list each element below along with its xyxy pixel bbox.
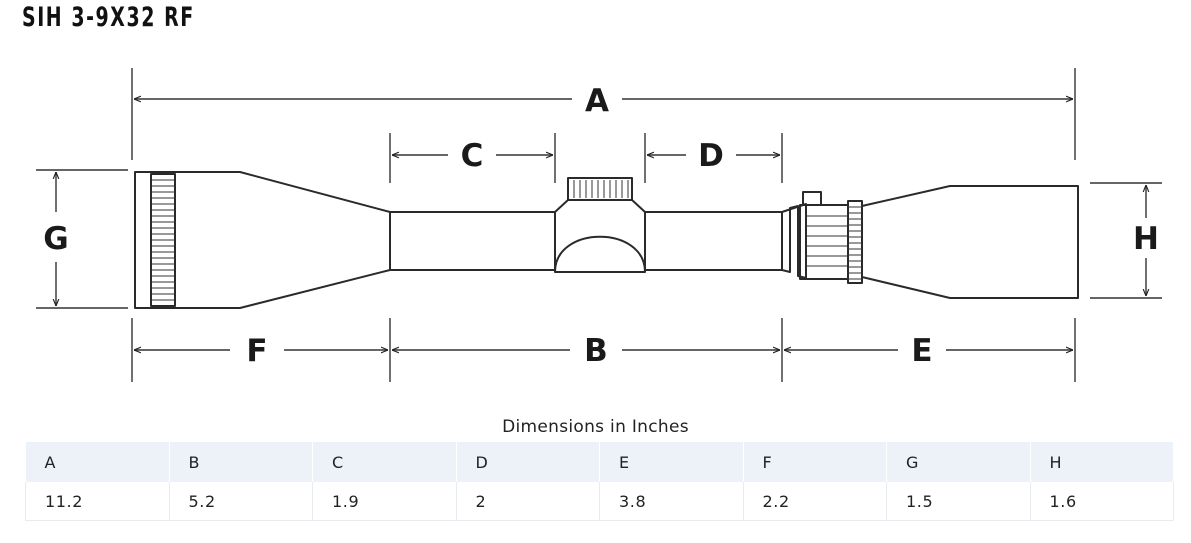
label-a: A	[585, 83, 609, 119]
label-g: G	[43, 221, 68, 257]
column-header: A	[25, 442, 170, 482]
table-cell: 1.6	[1030, 482, 1174, 521]
table-cell: 5.2	[169, 482, 313, 521]
column-header: C	[312, 442, 457, 482]
dimension-labels: A C D G H F B E	[43, 83, 1159, 369]
table-cell: 1.9	[312, 482, 457, 521]
eyepiece-ring	[847, 200, 863, 284]
extension-lines	[36, 68, 1162, 382]
table-cell: 11.2	[25, 482, 170, 521]
column-header: F	[743, 442, 887, 482]
main-tube	[390, 211, 782, 271]
label-b: B	[584, 333, 608, 369]
label-e: E	[911, 333, 932, 369]
dimension-lines	[56, 99, 1146, 350]
column-header: G	[886, 442, 1031, 482]
turret-cap	[567, 177, 633, 201]
knurl-lines	[151, 179, 862, 301]
scope-outline	[134, 171, 1079, 309]
table-header-row: A B C D E F G H	[25, 442, 1174, 482]
power-ring-lines	[806, 215, 848, 267]
label-f: F	[246, 333, 267, 369]
table-cell: 1.5	[886, 482, 1031, 521]
table-caption: Dimensions in Inches	[502, 417, 689, 437]
table-cell: 2	[456, 482, 600, 521]
column-header: E	[599, 442, 744, 482]
turret-knurl-lines	[573, 180, 629, 198]
turret-saddle	[554, 199, 646, 273]
table-cell: 3.8	[599, 482, 744, 521]
table-cell: 2.2	[743, 482, 887, 521]
table-row: 11.2 5.2 1.9 2 3.8 2.2 1.5 1.6	[25, 482, 1174, 521]
label-d: D	[698, 138, 724, 174]
objective-knurl-lines	[151, 179, 175, 301]
label-c: C	[461, 138, 484, 174]
column-header: H	[1030, 442, 1174, 482]
label-h: H	[1133, 221, 1159, 257]
column-header: B	[169, 442, 313, 482]
dimensions-table: A B C D E F G H 11.2 5.2 1.9 2 3.8 2.2 1…	[25, 442, 1174, 521]
ring-tab	[802, 191, 822, 206]
scope-dimension-diagram: A C D G H F B E	[36, 68, 1162, 382]
eyepiece-ring-lines	[848, 206, 862, 280]
page-title: SIH 3-9X32 RF	[22, 2, 195, 33]
power-ring	[781, 203, 807, 279]
column-header: D	[456, 442, 600, 482]
eyepiece-bell	[861, 185, 1079, 299]
